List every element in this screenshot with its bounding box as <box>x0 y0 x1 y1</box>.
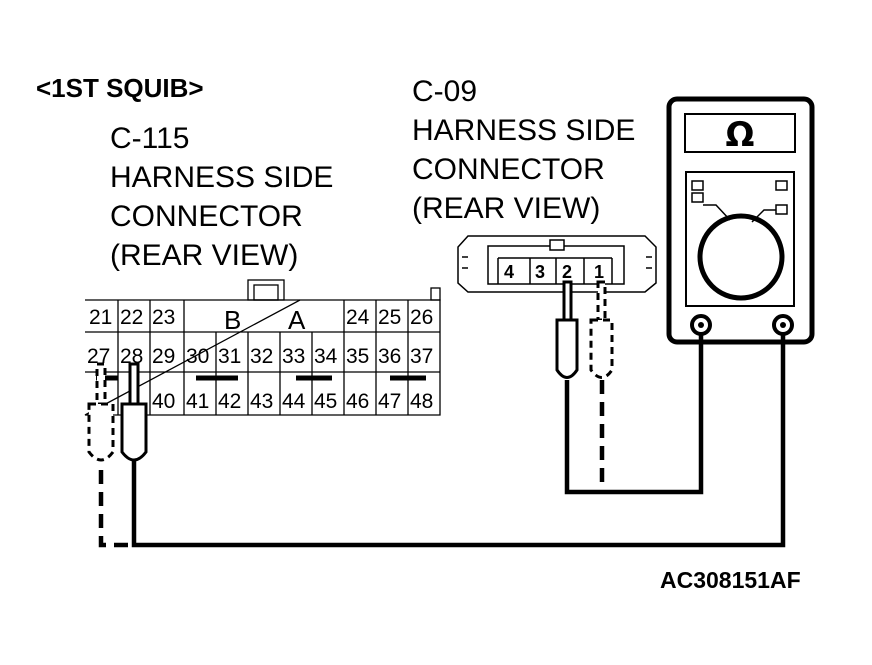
pin-label: 30 <box>186 345 209 368</box>
pin-label: 43 <box>250 390 273 413</box>
left-connector-code: C-115 <box>110 122 189 155</box>
left-connector <box>84 279 441 416</box>
pin-label: 44 <box>282 390 306 413</box>
pin-label: 27 <box>87 345 110 368</box>
meter-panel <box>685 171 795 307</box>
pin-label: 29 <box>152 345 175 368</box>
meter-indicator <box>775 204 788 215</box>
pin-label: 37 <box>410 345 433 368</box>
pin-label: 34 <box>314 345 338 368</box>
pin-label: 23 <box>152 306 175 329</box>
probe-handle <box>589 318 614 379</box>
meter-dial-icon[interactable] <box>697 213 785 301</box>
ohm-symbol: Ω <box>726 115 755 155</box>
connector-outline <box>84 299 441 416</box>
multimeter <box>666 96 815 345</box>
probe-tip <box>95 362 107 406</box>
pin-label: 45 <box>314 390 337 413</box>
pin-label: 36 <box>378 345 401 368</box>
left-connector-line3: (REAR VIEW) <box>110 239 298 272</box>
wire-dashed-left <box>98 470 134 548</box>
right-connector-line3: (REAR VIEW) <box>412 192 600 225</box>
right-connector <box>457 235 657 293</box>
meter-indicator <box>691 192 704 203</box>
connector-body <box>457 235 657 293</box>
meter-display <box>684 113 796 153</box>
wire-solid-left <box>131 334 786 548</box>
pin-label: 24 <box>346 306 370 329</box>
left-connector-line2: CONNECTOR <box>110 200 303 233</box>
pin-label: 3 <box>535 262 545 282</box>
pin-label: 21 <box>89 306 112 329</box>
pin-label: 41 <box>186 390 209 413</box>
pin-label: 26 <box>410 306 433 329</box>
right-connector-line1: HARNESS SIDE <box>412 114 635 147</box>
squib-label: <1ST SQUIB> <box>36 73 204 103</box>
right-connector-line2: CONNECTOR <box>412 153 605 186</box>
pin-label: 31 <box>218 345 241 368</box>
probes-dashed <box>87 280 614 462</box>
solid-wiring <box>131 334 786 548</box>
right-connector-code: C-09 <box>412 75 477 108</box>
probe-handle <box>120 402 148 462</box>
pin-label: 42 <box>218 390 241 413</box>
left-connector-line1: HARNESS SIDE <box>110 161 333 194</box>
pin-label: 4 <box>504 262 514 282</box>
meter-indicator <box>691 180 704 191</box>
pin-label: 22 <box>120 306 143 329</box>
corner-tab <box>430 287 441 301</box>
probe-handle <box>87 402 115 462</box>
dashed-wiring <box>98 380 605 548</box>
pin-label: 46 <box>346 390 369 413</box>
pin-label: 35 <box>346 345 369 368</box>
probes <box>120 280 579 462</box>
connector-key <box>549 239 565 251</box>
pin-label: 48 <box>410 390 433 413</box>
meter-indicator <box>775 180 788 191</box>
connector-latch-inner <box>253 284 279 301</box>
pin-label: 25 <box>378 306 401 329</box>
pin-label: 28 <box>120 345 143 368</box>
section-label-b: B <box>224 305 241 335</box>
probe-tip <box>562 280 573 322</box>
pin-label: 40 <box>152 390 175 413</box>
section-label-a: A <box>288 305 306 335</box>
wire-solid-right <box>564 334 704 495</box>
pin-label: 1 <box>594 262 604 282</box>
pin-label: 2 <box>562 262 572 282</box>
probe-tip <box>596 280 607 322</box>
probe-tip <box>128 362 140 406</box>
pin-label: 33 <box>282 345 305 368</box>
pin-label: 32 <box>250 345 273 368</box>
meter-body <box>666 96 815 345</box>
figure-code: AC308151AF <box>660 567 801 593</box>
pin-label: 47 <box>378 390 401 413</box>
probe-handle <box>555 318 579 379</box>
